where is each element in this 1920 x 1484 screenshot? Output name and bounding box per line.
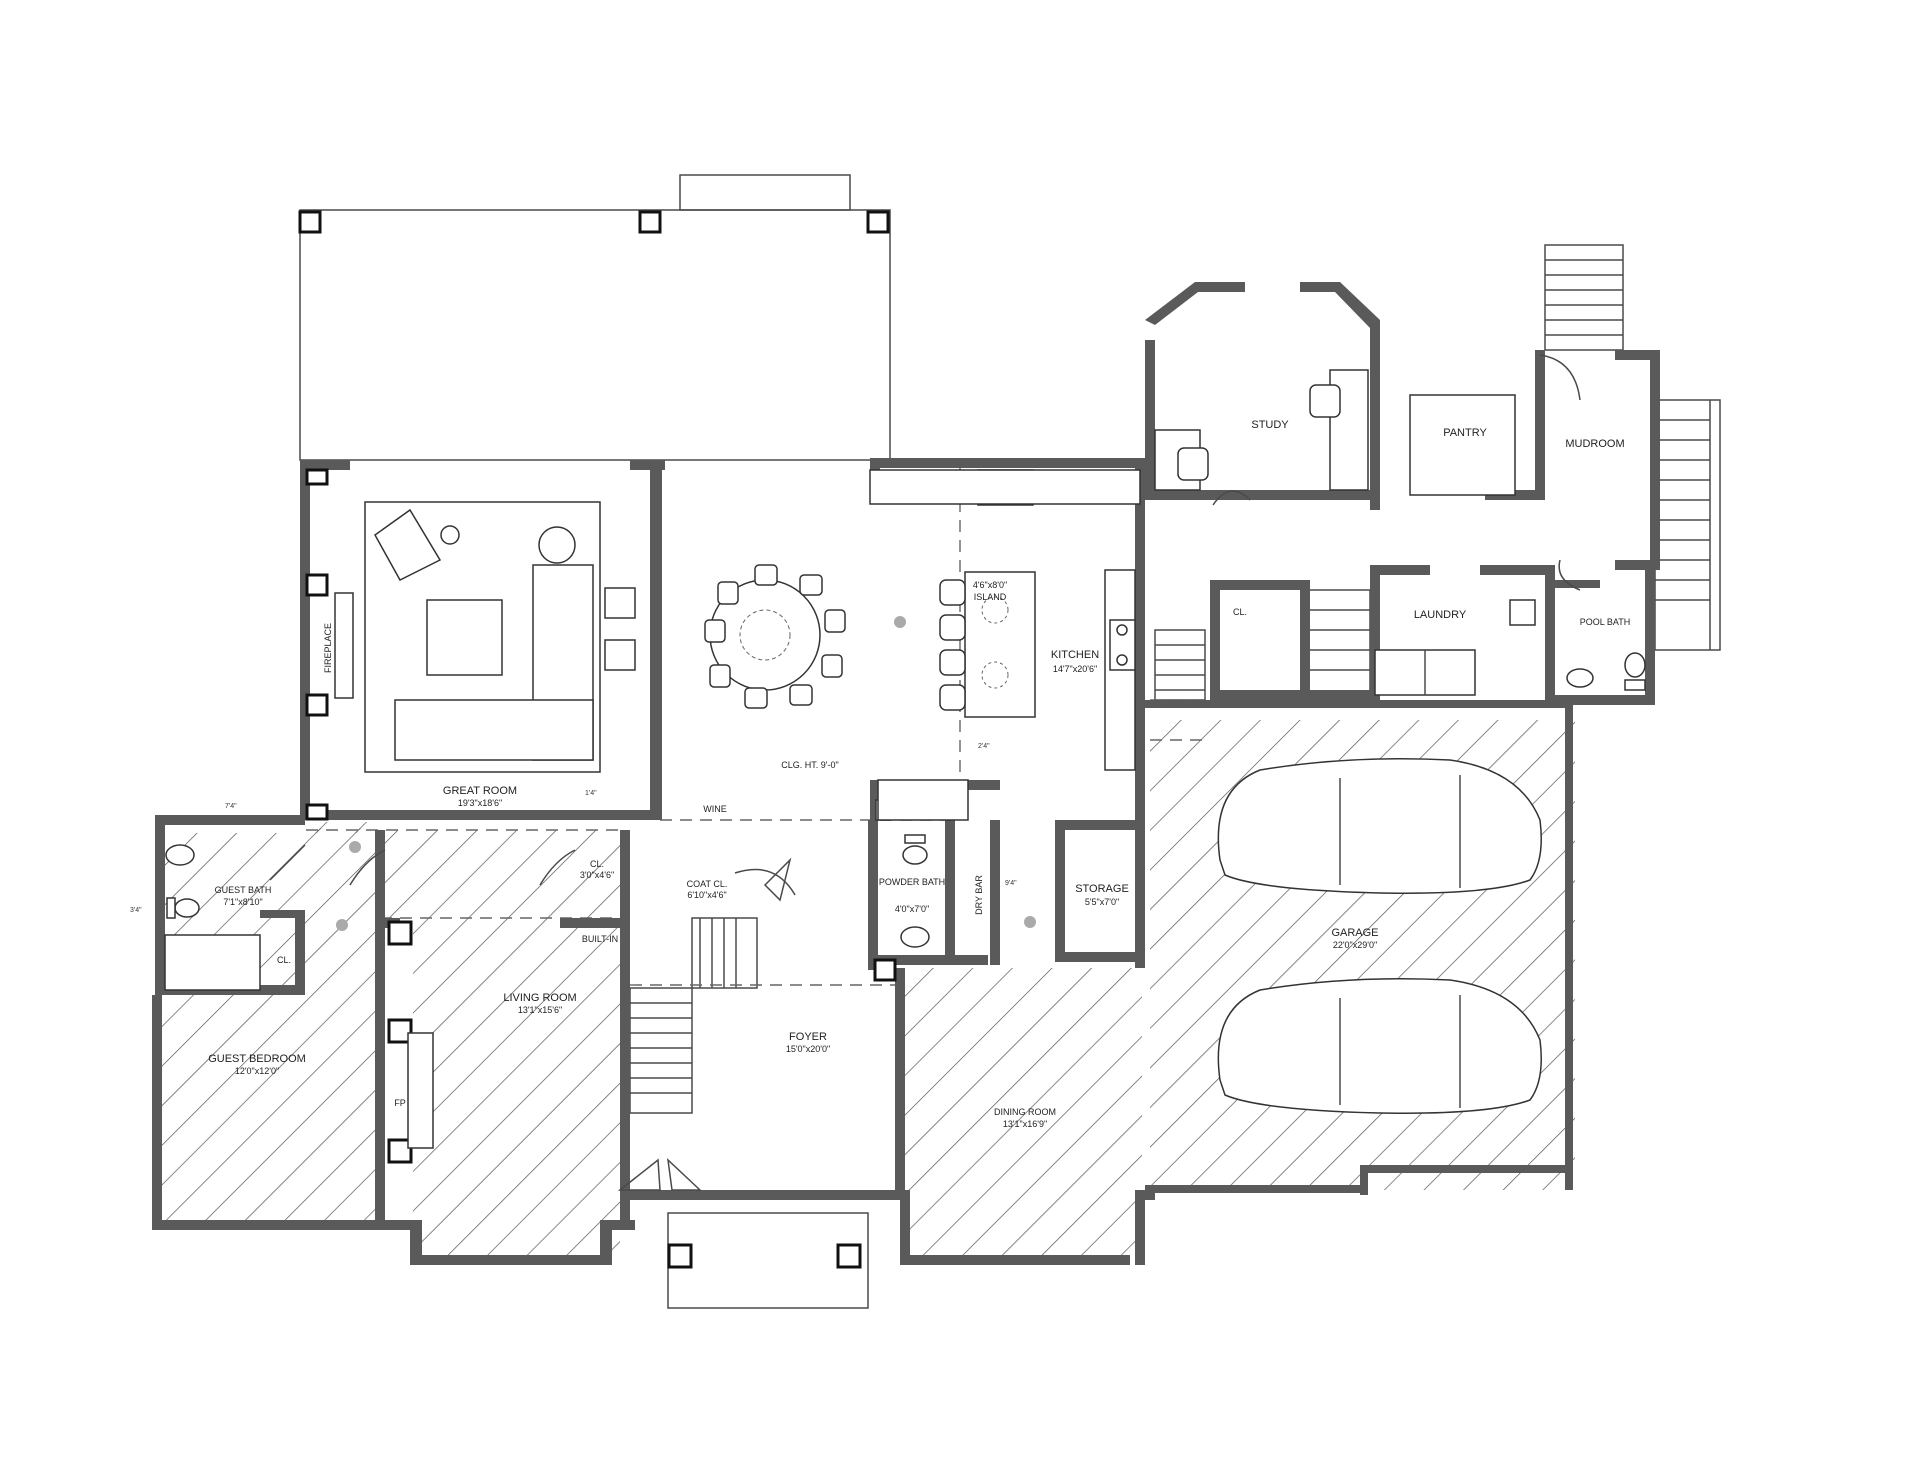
label-laundry: LAUNDRY [1414,609,1467,621]
label-wine: WINE [703,804,727,814]
stairs-upper [1154,589,1371,701]
walls [152,282,1660,1265]
label-dry-bar: DRY BAR [974,875,984,915]
columns [298,210,897,1269]
label-powder-bath: POWDER BATH [879,877,945,887]
size-dining-room: 13'1"x16'9" [1003,1119,1047,1129]
study-furniture [1154,369,1516,496]
size-coat-closet: 6'10"x4'6" [687,890,726,900]
label-fireplace: FIREPLACE [323,623,333,673]
size-living-room: 13'1"x15'6" [518,1005,562,1015]
size-foyer: 15'0"x20'0" [786,1044,830,1054]
size-kitchen: 14'7"x20'6" [1053,664,1097,674]
label-guest-bedroom: GUEST BEDROOM [208,1053,306,1065]
label-pantry: PANTRY [1443,427,1487,439]
size-guest-bath: 7'1"x8'10" [223,897,262,907]
label-study: STUDY [1251,419,1289,431]
label-dining-room: DINING ROOM [994,1107,1056,1117]
label-island: ISLAND [974,592,1007,602]
stairs-foyer [629,917,758,1114]
great-room-furniture [334,501,636,773]
size-garage: 22'0"x29'0" [1333,940,1377,950]
stairs-right [1544,244,1721,651]
label-ceiling: CLG. HT. 9'-0" [781,760,838,770]
label-living-room: LIVING ROOM [503,992,576,1004]
dim-dry-bar: 9'4" [1005,880,1017,887]
label-mudroom: MUDROOM [1565,438,1624,450]
label-pool-bath: POOL BATH [1580,617,1631,627]
cars [1217,758,1542,1114]
label-kitchen: KITCHEN [1051,649,1099,661]
size-closet-hall: 3'0"x4'6" [580,870,614,880]
label-garage: GARAGE [1331,927,1378,939]
label-guest-closet: CL. [277,955,291,965]
doors [269,354,1581,1191]
dining-table [704,564,846,709]
dim-island: 2'4" [978,743,990,750]
label-coat-closet: COAT CL. [687,879,728,889]
size-storage: 5'5"x7'0" [1085,897,1119,907]
label-storage: STORAGE [1075,883,1129,895]
kitchen-fixtures [336,469,1141,931]
label-fp: FP [394,1098,406,1108]
size-great-room: 19'3"x18'6" [458,798,502,808]
size-powder-bath: 4'0"x7'0" [895,904,929,914]
dim-guest-side: 3'4" [130,907,142,914]
label-foyer: FOYER [789,1031,827,1043]
size-island: 4'6"x8'0" [973,580,1007,590]
dim-great-room: 1'4" [585,790,597,797]
label-closet-hall: CL. [590,859,604,869]
size-guest-bedroom: 12'0"x12'0" [235,1066,279,1076]
room-labels: GREAT ROOM 19'3"x18'6" ISLAND 4'6"x8'0" … [208,419,1630,1129]
label-great-room: GREAT ROOM [443,785,517,797]
dimension-labels: 7'4" 3'4" 2'4" 9'4" 1'4" [130,743,1017,914]
label-built-in: BUILT-IN [582,934,618,944]
label-closet-upper: CL. [1233,607,1247,617]
label-guest-bath: GUEST BATH [215,885,272,895]
bath-fixtures [164,599,1646,991]
fireplaces [407,1032,434,1149]
dim-guest-top: 7'4" [225,803,237,810]
porch-rear [299,174,891,461]
